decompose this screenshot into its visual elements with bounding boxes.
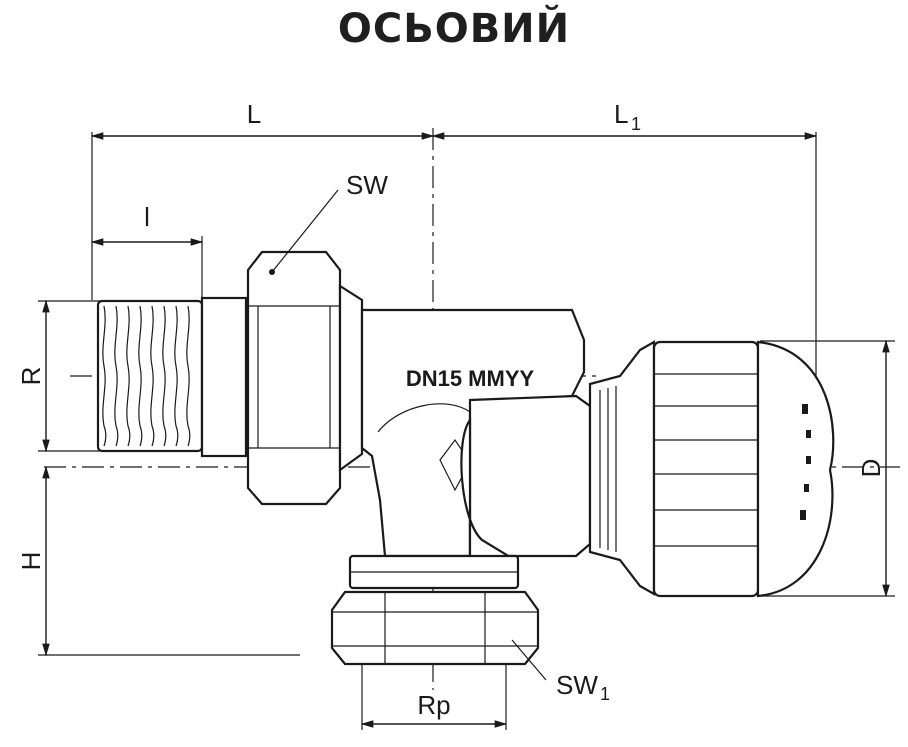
dimension-L: L [90, 99, 435, 300]
label-H: H [16, 552, 46, 571]
dimension-D: D [760, 339, 895, 598]
bottom-nut-sw1 [330, 590, 540, 666]
label-sw1-sub: 1 [600, 684, 610, 704]
dimension-R: R [16, 299, 100, 453]
label-l: l [144, 202, 150, 232]
dimension-l: l [90, 202, 204, 300]
label-L: L [247, 99, 261, 129]
valve-body [360, 308, 592, 562]
label-R: R [16, 367, 46, 386]
outlet-collar [348, 554, 520, 590]
label-L1: L [614, 99, 628, 129]
thermostat-head [588, 340, 835, 598]
union-nut-sw [246, 250, 364, 506]
threaded-inlet [96, 296, 248, 458]
dimension-H: H [16, 465, 300, 657]
body-marking: DN15 MMYY [406, 366, 535, 391]
leader-sw1: SW 1 [511, 639, 610, 704]
dimension-L1: L 1 [431, 99, 818, 390]
leader-sw: SW [271, 170, 388, 273]
page-title: ОСЬОВИЙ [337, 6, 571, 52]
dimension-Rp: Rp [360, 660, 508, 730]
label-Rp: Rp [417, 690, 450, 720]
label-sw: SW [346, 170, 388, 200]
label-L1-sub: 1 [631, 114, 641, 134]
label-sw1: SW [556, 670, 598, 700]
label-D: D [856, 459, 886, 478]
